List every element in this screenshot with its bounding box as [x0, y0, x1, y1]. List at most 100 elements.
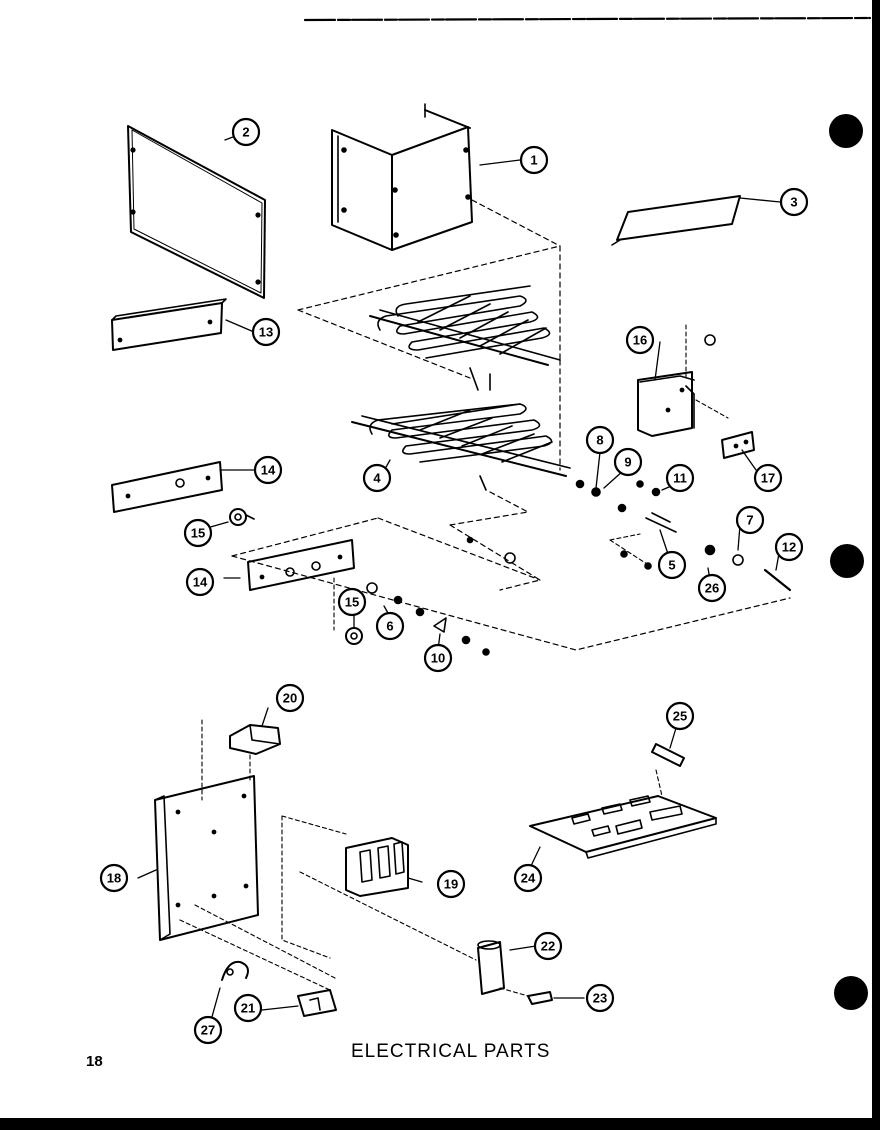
- callout-6: 6: [375, 611, 405, 641]
- callout-15: 15: [183, 518, 213, 548]
- callout-bubble: [362, 463, 392, 493]
- part-filter: [611, 195, 741, 246]
- callout-number: 22: [541, 939, 555, 954]
- callout-number: 11: [673, 471, 687, 486]
- callout-bubble: [337, 587, 367, 617]
- callout-bubble: [436, 869, 466, 899]
- callout-number: 19: [444, 877, 458, 892]
- callout-number: 23: [593, 991, 607, 1006]
- callout-number: 6: [386, 619, 393, 634]
- dashed-outline-lower: [231, 491, 791, 651]
- callout-bubble: [251, 317, 281, 347]
- callout-26: 26: [697, 573, 727, 603]
- callout-1: 1: [519, 145, 549, 175]
- callout-number: 5: [668, 558, 675, 573]
- callout-number: 15: [191, 526, 205, 541]
- dashed-outline-upper: [297, 245, 561, 379]
- callout-number: 20: [283, 691, 297, 706]
- callout-number: 16: [633, 333, 647, 348]
- heater-element-upper: [369, 285, 561, 471]
- callout-number: 17: [761, 471, 775, 486]
- part-fuse: [651, 743, 685, 767]
- callout-number: 21: [241, 1001, 255, 1016]
- callout-number: 8: [596, 433, 603, 448]
- callout-bubble: [774, 532, 804, 562]
- callout-number: 15: [345, 595, 359, 610]
- callout-number: 25: [673, 709, 687, 724]
- callout-20: 20: [275, 683, 305, 713]
- part-casing: [331, 103, 561, 251]
- hardware-chain-lower: [366, 582, 490, 656]
- part-wire: [221, 960, 249, 981]
- heater-element-lower: [351, 403, 571, 491]
- dashed-relay-capacitor: [299, 871, 477, 961]
- callout-bubble: [665, 701, 695, 731]
- callout-18: 18: [99, 863, 129, 893]
- part-strap: [527, 991, 553, 1005]
- callout-bubble: [519, 145, 549, 175]
- diagram-caption: ELECTRICAL PARTS: [351, 1041, 551, 1062]
- callout-9: 9: [613, 447, 643, 477]
- callout-number: 9: [624, 455, 631, 470]
- callout-4: 4: [362, 463, 392, 493]
- callout-bubble: [275, 683, 305, 713]
- callout-12: 12: [774, 532, 804, 562]
- callout-number: 26: [705, 581, 719, 596]
- page-edge-bottom: [0, 1118, 880, 1130]
- top-scan-line: [303, 16, 872, 22]
- hardware-chain: [466, 479, 792, 592]
- part-control-panel: [154, 775, 347, 991]
- callout-bubble: [233, 993, 263, 1023]
- page-number: 18: [86, 1053, 103, 1070]
- callout-bubble: [185, 567, 215, 597]
- callout-14: 14: [185, 567, 215, 597]
- callout-number: 1: [530, 153, 537, 168]
- callout-number: 14: [261, 463, 276, 478]
- callout-bubble: [193, 1015, 223, 1045]
- callout-bubble: [665, 463, 695, 493]
- page-edge-right: [872, 0, 880, 1130]
- part-bracket-13: [111, 298, 227, 351]
- callout-25: 25: [665, 701, 695, 731]
- callout-bubble: [753, 463, 783, 493]
- registration-dots: [829, 114, 868, 1010]
- callout-bubble: [231, 117, 261, 147]
- callout-bubble: [613, 447, 643, 477]
- callout-5: 5: [657, 550, 687, 580]
- callout-19: 19: [436, 869, 466, 899]
- callout-15: 15: [337, 587, 367, 617]
- callout-17: 17: [753, 463, 783, 493]
- callout-bubble: [625, 325, 655, 355]
- callout-number: 24: [521, 871, 536, 886]
- callout-bubble: [779, 187, 809, 217]
- callout-bubble: [183, 518, 213, 548]
- callout-number: 10: [431, 651, 445, 666]
- callout-number: 3: [790, 195, 797, 210]
- part-control-box: [637, 324, 729, 437]
- callout-number: 18: [107, 871, 121, 886]
- callout-bubble: [735, 505, 765, 535]
- part-capacitor: [477, 940, 529, 997]
- part-switch-15-upper: [229, 508, 255, 526]
- part-panel: [127, 125, 266, 299]
- callout-number: 12: [782, 540, 796, 555]
- callout-bubble: [375, 611, 405, 641]
- callout-8: 8: [585, 425, 615, 455]
- callout-7: 7: [735, 505, 765, 535]
- callout-bubble: [99, 863, 129, 893]
- part-bracket-14-upper: [111, 461, 223, 513]
- part-switch-21: [297, 989, 337, 1017]
- callout-22: 22: [533, 931, 563, 961]
- callout-24: 24: [513, 863, 543, 893]
- callout-21: 21: [233, 993, 263, 1023]
- callout-bubble: [513, 863, 543, 893]
- callout-bubble: [253, 455, 283, 485]
- callout-23: 23: [585, 983, 615, 1013]
- callout-bubble: [423, 643, 453, 673]
- callout-number: 13: [259, 325, 273, 340]
- part-control-board: [529, 769, 717, 859]
- callout-11: 11: [665, 463, 695, 493]
- callout-2: 2: [231, 117, 261, 147]
